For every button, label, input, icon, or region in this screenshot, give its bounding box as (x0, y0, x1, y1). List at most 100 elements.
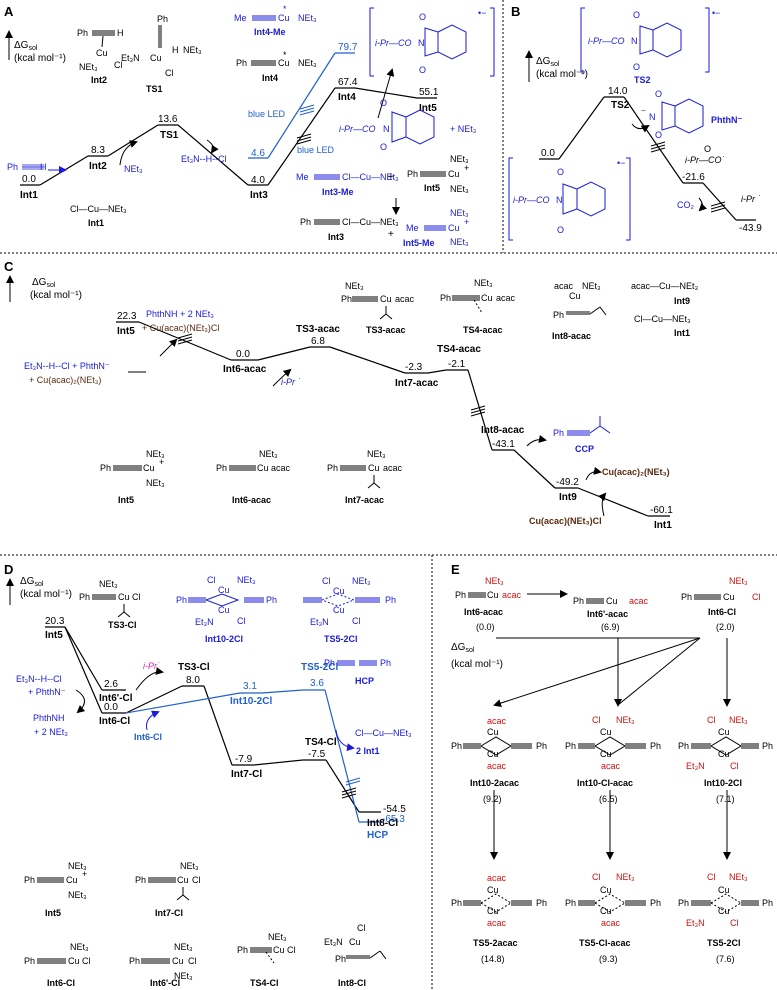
svg-text:acac: acac (629, 596, 649, 606)
svg-text:+: + (464, 163, 469, 173)
d-struct-ts4: NEt₃ Ph Cu Cl TS4-Cl (237, 932, 296, 988)
svg-text:O: O (419, 65, 426, 75)
svg-text:NEt₃: NEt₃ (729, 715, 748, 725)
svg-text:(14.8): (14.8) (481, 954, 505, 964)
d-phthnh: PhthNH (33, 713, 65, 723)
svg-text:Int6-Cl: Int6-Cl (708, 607, 736, 617)
d-struct-int10: Cl NEt₃ Cu Cu Ph Ph Et₃N Cl Int10-2Cl (176, 575, 277, 644)
e-arrows (490, 637, 731, 860)
svg-text:Ph: Ph (300, 217, 311, 227)
svg-text:NEt₃: NEt₃ (99, 579, 118, 589)
panel-c-letter: C (4, 259, 14, 274)
svg-text:Ph: Ph (678, 741, 689, 751)
svg-text:N: N (418, 38, 425, 48)
c-struct-ts4: NEt₃ Ph Cu acac TS4-acac (440, 278, 516, 335)
svg-text:Cl: Cl (592, 872, 601, 882)
c-struct-ts3: NEt₃ Ph Cu acac TS3-acac (341, 281, 415, 335)
svg-text:Et₃N: Et₃N (324, 937, 343, 947)
svg-text:NEt₃: NEt₃ (485, 576, 504, 586)
svg-text:Ph: Ph (455, 590, 466, 600)
svg-text:Cu: Cu (218, 585, 230, 595)
panel-b: B ΔGsol (kcal mol⁻¹) 0.0 14.0 TS2 -21.6 … (508, 4, 762, 241)
level-d-ts5-value: 3.6 (310, 678, 324, 689)
svg-text:Cu: Cu (718, 906, 730, 916)
svg-text:TS3-acac: TS3-acac (366, 325, 406, 335)
c-cuacacnet3clb: Cu(acac)(NEt₃)Cl (529, 516, 602, 526)
d-struct-hcp: Ph Ph HCP (324, 658, 391, 686)
svg-text:Cl: Cl (165, 68, 174, 78)
level-ts2-value: 14.0 (608, 86, 628, 97)
phthn-anion: O O N − PhthN⁻ (641, 89, 742, 140)
svg-text:NEt₃: NEt₃ (729, 872, 748, 882)
level-b-start: 0.0 (541, 148, 555, 159)
svg-text:Int3: Int3 (328, 232, 344, 242)
level-d-int7-value: -7.9 (235, 754, 253, 765)
svg-text:Int8-acac: Int8-acac (552, 331, 591, 341)
d-struct-ts5: Cl NEt₃ Cu Cu Ph Et₃N Cl TS5-2Cl (303, 576, 396, 644)
c-cuacac2: + Cu(acac)₂(NEt₃) (29, 375, 101, 385)
arrow-b-phthn (631, 123, 650, 133)
svg-text:Ph: Ph (216, 463, 227, 473)
svg-text:Cl: Cl (357, 923, 366, 933)
structure-int1-small: Cl—Cu—NEt₃ Int1 (70, 204, 127, 228)
panel-a-profile-blue (248, 52, 355, 159)
svg-text:Cl: Cl (322, 576, 331, 586)
svg-text:Int6-acac: Int6-acac (232, 495, 271, 505)
svg-text:NEt₃: NEt₃ (180, 861, 199, 871)
c-et3n: Et₃N--H--Cl + PhthN⁻ (24, 361, 110, 371)
level-c-int9-value: -49.2 (556, 477, 579, 488)
svg-text:Cu: Cu (380, 294, 392, 304)
d-phthn: + PhthN⁻ (28, 687, 66, 697)
level-c-ts4-name: TS4-acac (437, 344, 481, 355)
svg-text:Cl: Cl (207, 575, 216, 585)
svg-text:H: H (117, 28, 124, 38)
c-cuacac2net3: Cu(acac)₂(NEt₃) (602, 467, 670, 477)
c-cuacacnet3cl: + Cu(acac)(NEt₃)Cl (142, 323, 219, 333)
svg-text:Ph: Ph (573, 596, 584, 606)
svg-text:O: O (633, 10, 640, 20)
svg-text:Cu: Cu (257, 463, 269, 473)
svg-text:Ph: Ph (678, 898, 689, 908)
svg-text:NEt₃: NEt₃ (183, 45, 202, 55)
svg-text:Cu: Cu (368, 463, 380, 473)
e-ts5-2cl: Cl NEt₃ Cu Cu Et₃N Cl Ph Ph TS5-2Cl (7.6… (678, 872, 773, 964)
svg-text:•−: •− (478, 8, 486, 18)
svg-text:•−: •− (712, 8, 720, 18)
d-struct-ts3: NEt₃ Ph Cu Cl TS3-Cl (79, 579, 141, 630)
svg-text:Ph: Ph (77, 28, 88, 38)
ipr-radical-b: i-Pr ˙ (741, 194, 761, 204)
svg-text:Cu: Cu (177, 875, 189, 885)
d-et3n: Et₃N--H--Cl (16, 674, 62, 684)
svg-text:Ph: Ph (380, 658, 391, 668)
svg-text:O: O (419, 12, 426, 22)
svg-text:Ph: Ph (79, 592, 90, 602)
svg-text:O: O (633, 62, 640, 72)
svg-text:ΔGsol: ΔGsol (20, 576, 44, 588)
svg-text:PhthN⁻: PhthN⁻ (711, 115, 742, 125)
reagent-net3: NEt₃ (124, 164, 143, 174)
svg-text:acac: acac (487, 761, 507, 771)
svg-text:NEt₃: NEt₃ (237, 575, 256, 585)
svg-text:acac: acac (601, 761, 621, 771)
panel-c-profile (116, 321, 670, 517)
svg-text:Ph: Ph (157, 14, 168, 24)
svg-text:Me: Me (296, 172, 309, 182)
level-ts1-value: 13.6 (158, 114, 178, 125)
svg-text:Cu: Cu (481, 293, 493, 303)
svg-text:Ph: Ph (650, 741, 661, 751)
svg-text:NEt₃: NEt₃ (450, 154, 469, 164)
svg-text:acac: acac (487, 918, 507, 928)
svg-text:(9.2): (9.2) (483, 794, 502, 804)
svg-text:Me: Me (234, 13, 247, 23)
svg-text:•−: •− (617, 158, 625, 168)
svg-text:TS1: TS1 (146, 84, 163, 94)
structure-int2: Ph H Cu NEt₃ Cl Int2 (77, 28, 124, 85)
svg-text:Ph: Ph (24, 956, 35, 966)
c-struct-int7: Ph Cu acac NEt₃ Int7-acac (327, 449, 403, 505)
plus-sign-a2: + (388, 229, 394, 240)
svg-text:Ph: Ph (553, 310, 564, 320)
curved-arrow-net3 (119, 140, 138, 166)
svg-text:Cu: Cu (218, 605, 230, 615)
svg-text:NEt₃: NEt₃ (68, 861, 87, 871)
d-struct-int6: Ph Cu Cl NEt₃ Int6-Cl (24, 942, 91, 988)
